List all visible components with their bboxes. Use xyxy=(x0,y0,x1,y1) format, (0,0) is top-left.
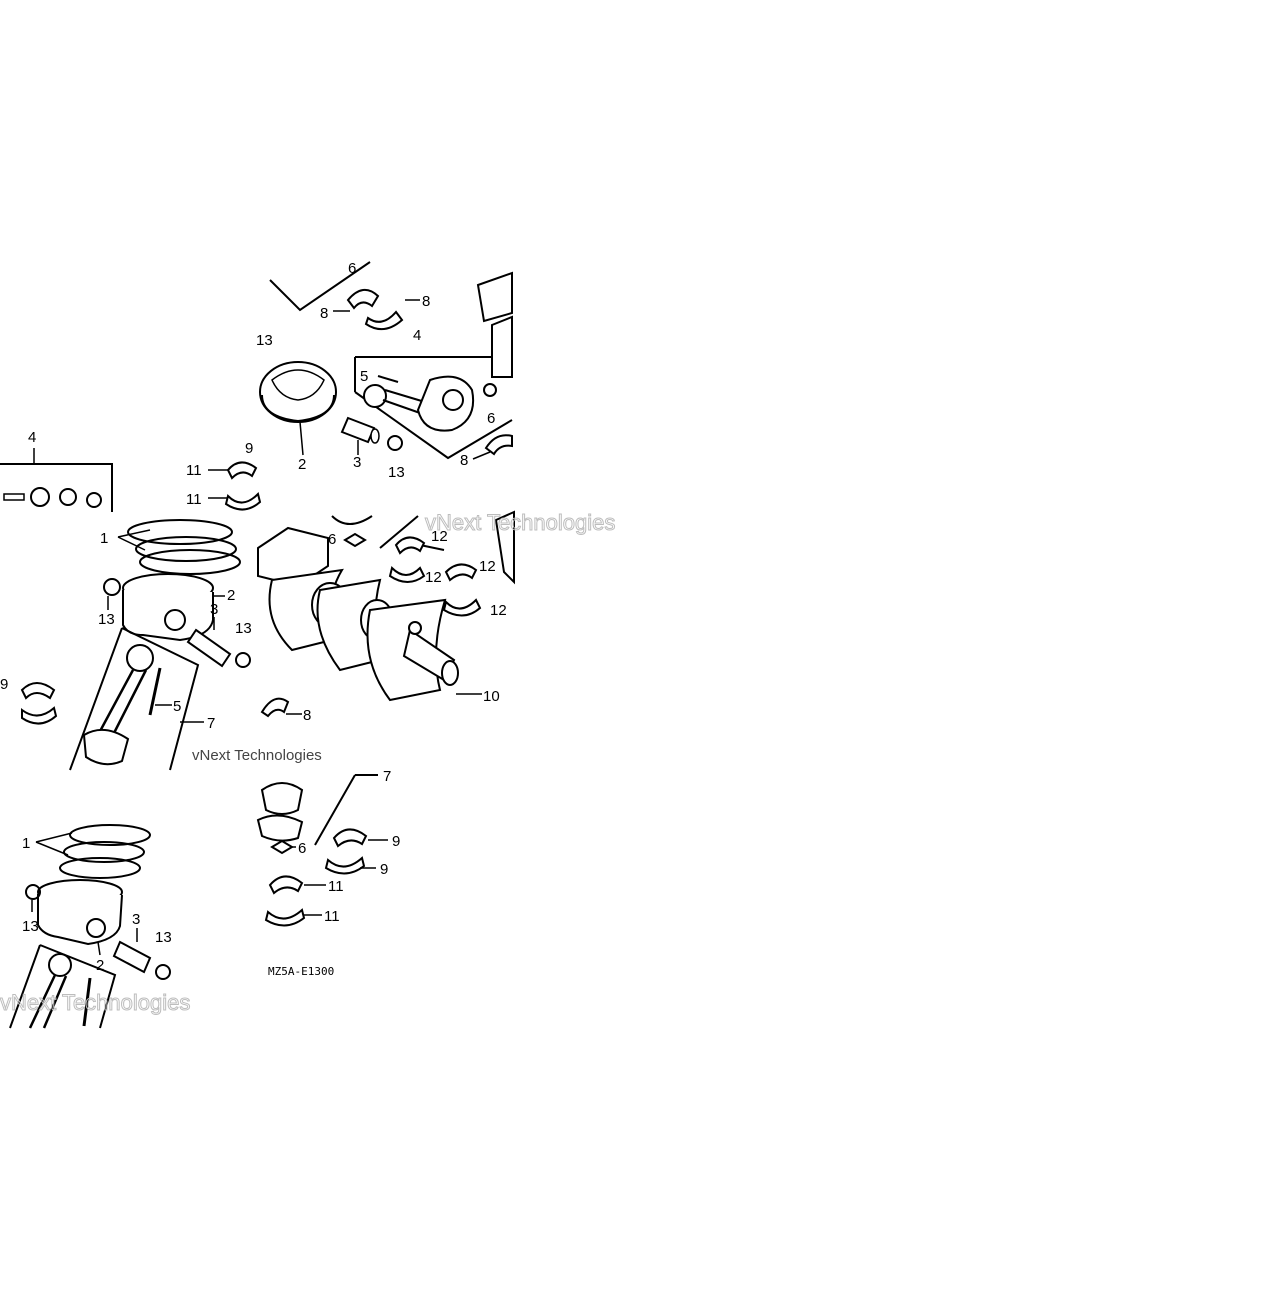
tile-bottom-center: 7 6 9 9 11 11 MZ5A-E1300 xyxy=(256,768,400,978)
tile-crankshaft: 10 6 12 12 12 12 8 vNext Technologies xyxy=(257,510,616,724)
watermark-text-crank: vNext Technologies xyxy=(425,510,615,535)
callout-5b: 5 xyxy=(173,698,181,715)
piston-illustration-top xyxy=(259,361,337,456)
callout-9b: 9 xyxy=(0,676,8,693)
callout-11a: 11 xyxy=(186,462,202,479)
connecting-rod-top xyxy=(363,375,497,432)
rod-bearing-pair-a xyxy=(346,289,404,331)
watermark-text-middle: vNext Technologies xyxy=(192,747,322,764)
tile-left-middle: 4 1 2 13 3 13 xyxy=(0,429,322,771)
tile-bottom-left: 1 2 13 3 13 vNext Technologies xyxy=(0,824,191,1029)
callout-12c: 12 xyxy=(479,558,496,575)
watermark-text-bottom: vNext Technologies xyxy=(0,990,190,1015)
callout-12b: 12 xyxy=(425,569,442,586)
callout-13a: 13 xyxy=(256,332,273,349)
callout-13c: 13 xyxy=(98,611,115,628)
callout-2c: 2 xyxy=(96,957,104,974)
callout-3b: 3 xyxy=(210,601,218,618)
piston-rings-middle xyxy=(117,519,241,575)
callout-12a: 12 xyxy=(431,528,448,545)
callout-2a: 2 xyxy=(298,456,306,473)
callout-7a: 7 xyxy=(207,715,215,732)
callout-4a: 4 xyxy=(413,327,421,344)
callout-9a: 9 xyxy=(245,440,253,457)
piston-rings-bottom xyxy=(35,824,151,879)
callout-9d: 9 xyxy=(380,861,388,878)
callout-9c: 9 xyxy=(392,833,400,850)
callout-6c: 6 xyxy=(328,531,336,548)
piston-illustration-middle xyxy=(122,573,225,642)
callout-11d: 11 xyxy=(324,908,340,925)
main-bearings xyxy=(388,536,482,617)
callout-3a: 3 xyxy=(353,454,361,471)
callout-7b: 7 xyxy=(383,768,391,785)
drawing-code: MZ5A-E1300 xyxy=(268,965,334,978)
callout-2b: 2 xyxy=(227,587,235,604)
callout-8c: 8 xyxy=(460,452,468,469)
callout-13b: 13 xyxy=(388,464,405,481)
callout-13f: 13 xyxy=(155,929,172,946)
callout-13e: 13 xyxy=(22,918,39,935)
callout-1a: 1 xyxy=(100,530,108,547)
piston-pin-top xyxy=(340,416,380,455)
callout-4b: 4 xyxy=(28,429,36,446)
callout-6d: 6 xyxy=(298,840,306,857)
callout-3c: 3 xyxy=(132,911,140,928)
callout-11b: 11 xyxy=(186,491,202,508)
callout-10: 10 xyxy=(483,688,500,705)
tile-top-center: 6 8 8 4 13 5 6 2 3 13 8 9 11 11 xyxy=(186,260,513,511)
callout-5a: 5 xyxy=(360,368,368,385)
rod-bearings-bottom xyxy=(264,828,368,927)
callout-12d: 12 xyxy=(490,602,507,619)
callout-11c: 11 xyxy=(328,878,344,895)
callout-8d: 8 xyxy=(303,707,311,724)
callout-6b: 6 xyxy=(487,410,495,427)
callout-8a: 8 xyxy=(320,305,328,322)
callout-13d: 13 xyxy=(235,620,252,637)
callout-8b: 8 xyxy=(422,293,430,310)
piston-illustration-bottom xyxy=(37,879,123,956)
connecting-rod-middle xyxy=(82,644,172,766)
callout-6a: 6 xyxy=(348,260,356,277)
crankshaft-illustration xyxy=(257,526,482,702)
callout-1b: 1 xyxy=(22,835,30,852)
